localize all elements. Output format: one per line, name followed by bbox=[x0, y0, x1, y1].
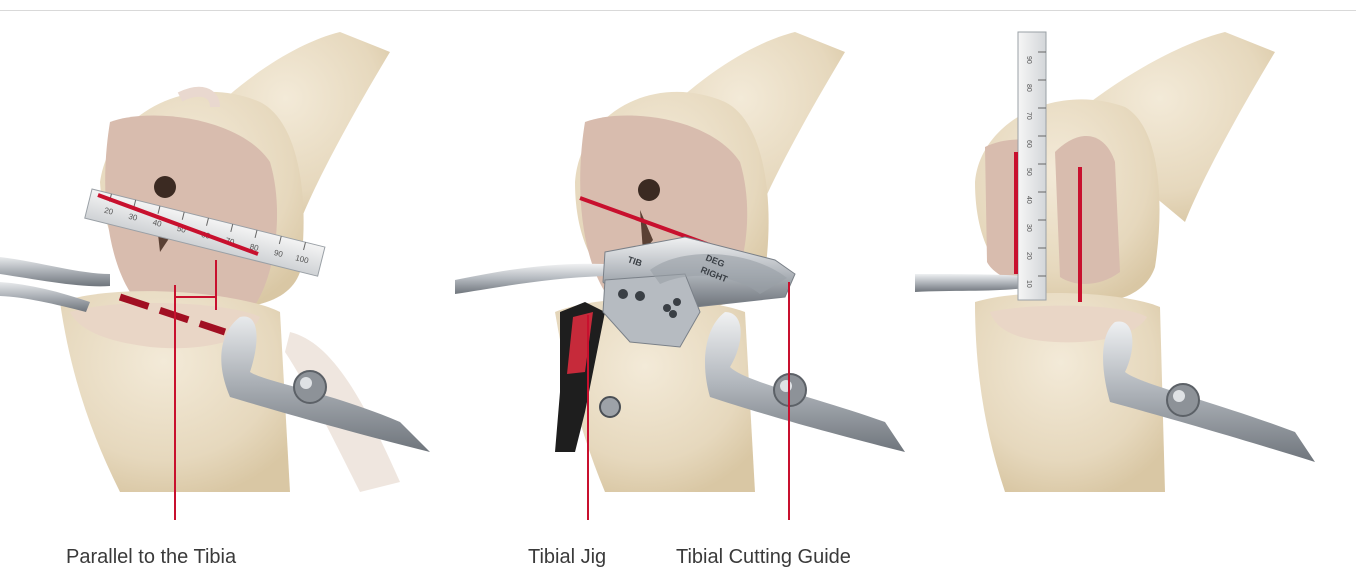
intramedullary-hole bbox=[638, 179, 660, 201]
panel-ruler-check: 90 80 70 60 50 40 30 20 10 bbox=[915, 12, 1356, 492]
ruler-tick-label: 50 bbox=[1025, 168, 1032, 176]
ruler-tick-label: 40 bbox=[1025, 196, 1032, 204]
retractor-knob-shine bbox=[780, 380, 792, 392]
knee-illustration-2: TIB DEG RIGHT bbox=[455, 12, 915, 492]
intramedullary-hole bbox=[154, 176, 176, 198]
vertical-ruler bbox=[1018, 32, 1046, 300]
retractor-knob-shine bbox=[300, 377, 312, 389]
ruler-tick-label: 90 bbox=[1025, 56, 1032, 64]
leader-line-parallel bbox=[174, 285, 176, 520]
ruler-tick-label: 70 bbox=[1025, 112, 1032, 120]
knee-illustration-3: 90 80 70 60 50 40 30 20 10 bbox=[915, 12, 1356, 492]
pin-hole bbox=[669, 310, 677, 318]
label-tibial-jig: Tibial Jig bbox=[528, 545, 606, 569]
panel-tibial-jig: TIB DEG RIGHT bbox=[455, 12, 915, 492]
top-divider bbox=[0, 10, 1356, 11]
knee-illustration-1: 20 30 40 50 60 70 80 90 100 bbox=[0, 12, 450, 492]
ruler-tick-label: 10 bbox=[1025, 280, 1032, 288]
leader-line-jig bbox=[587, 315, 589, 520]
ruler-tick-label: 60 bbox=[1025, 140, 1032, 148]
tibial-jig-screw bbox=[600, 397, 620, 417]
label-parallel-to-tibia: Parallel to the Tibia bbox=[66, 545, 236, 569]
label-tibial-cutting-guide: Tibial Cutting Guide bbox=[676, 545, 851, 569]
leader-line-guide bbox=[788, 282, 790, 520]
pin-hole bbox=[663, 304, 671, 312]
left-retractor-arm bbox=[0, 282, 90, 312]
ruler-tick-label: 30 bbox=[1025, 224, 1032, 232]
left-retractor bbox=[0, 257, 110, 286]
left-retractor bbox=[915, 274, 1025, 292]
lateral-condyle-cut bbox=[1055, 136, 1120, 284]
panel-parallel-to-tibia: 20 30 40 50 60 70 80 90 100 bbox=[0, 12, 450, 492]
ruler-tick-label: 20 bbox=[1025, 252, 1032, 260]
pin-hole bbox=[635, 291, 645, 301]
pin-hole bbox=[673, 298, 681, 306]
left-retractor bbox=[455, 264, 605, 294]
pin-hole bbox=[618, 289, 628, 299]
ruler-tick-label: 80 bbox=[1025, 84, 1032, 92]
retractor-knob-shine bbox=[1173, 390, 1185, 402]
